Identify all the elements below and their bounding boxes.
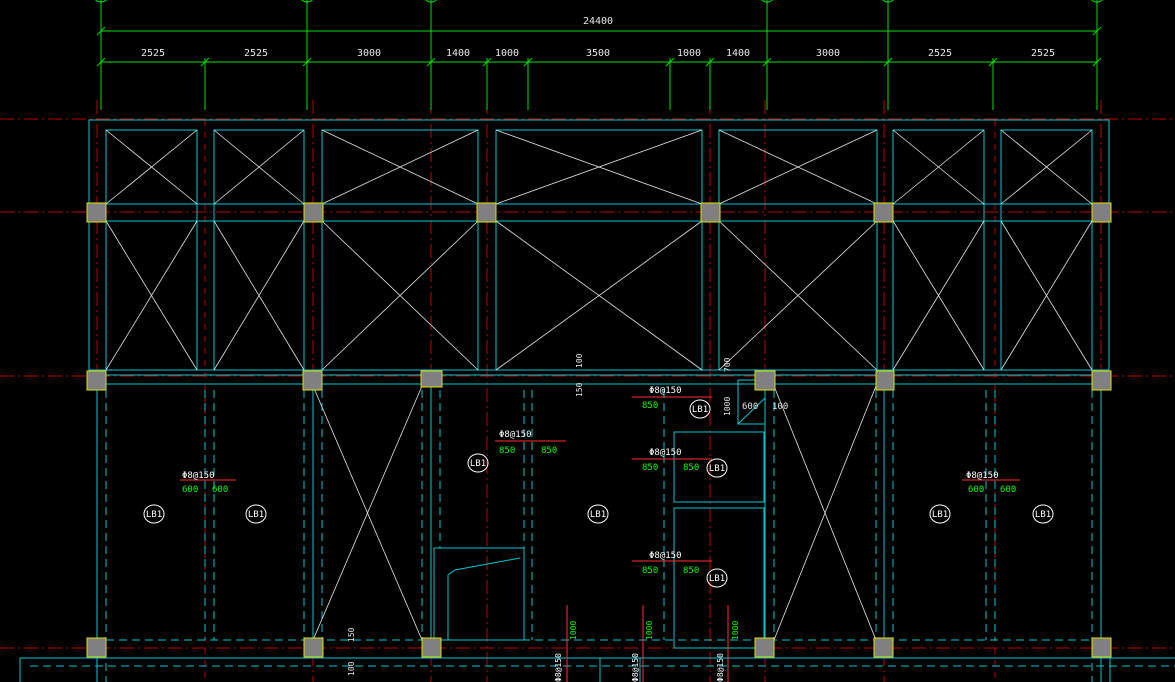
column <box>476 202 497 223</box>
slab-tags: LB1 LB1 LB1 LB1 LB1 LB1 LB1 LB1 LB1 <box>143 399 1054 588</box>
rebar-length: 850 <box>683 566 699 576</box>
rebar-length: 1000 <box>569 621 578 640</box>
dimension-lines <box>96 0 1102 110</box>
slab-tag[interactable]: LB1 <box>467 453 489 473</box>
local-dim: 100 <box>575 353 584 368</box>
slab-tag[interactable]: LB1 <box>143 504 165 524</box>
slab-tag[interactable]: LB1 <box>587 504 609 524</box>
rebar-spec-label: Φ8@150 <box>631 653 640 682</box>
rebar-spec-label: Φ8@150 <box>554 653 563 682</box>
dimension-span: 1000 <box>495 48 519 59</box>
dimension-span: 1400 <box>446 48 470 59</box>
dimension-span: 3500 <box>586 48 610 59</box>
column <box>754 370 776 391</box>
column <box>86 370 107 391</box>
rebar-spec-label: Φ8@150 <box>182 471 215 481</box>
column <box>1091 370 1112 391</box>
svg-text:LB1: LB1 <box>470 459 486 469</box>
svg-text:LB1: LB1 <box>709 574 725 584</box>
svg-text:LB1: LB1 <box>709 464 725 474</box>
local-dim: 150 <box>575 382 584 397</box>
rebar-length: 850 <box>499 446 515 456</box>
svg-text:LB1: LB1 <box>692 405 708 415</box>
svg-text:LB1: LB1 <box>590 510 606 520</box>
column <box>873 202 894 223</box>
column <box>86 202 107 223</box>
column <box>421 637 442 658</box>
rebar-length: 600 <box>968 485 984 495</box>
column <box>700 202 721 223</box>
local-dimensions: 100 150 1000 600 100 700 150 100 <box>347 353 788 676</box>
slab-tag[interactable]: LB1 <box>689 399 711 419</box>
column <box>303 202 324 223</box>
rebar-spec-label: Φ8@150 <box>649 448 682 458</box>
slab-tag[interactable]: LB1 <box>706 568 728 588</box>
svg-text:LB1: LB1 <box>248 510 264 520</box>
rebar-length: 850 <box>683 463 699 473</box>
column <box>1091 202 1112 223</box>
rebar-spec-label: Φ8@150 <box>966 471 999 481</box>
rebar-lines <box>180 396 1020 682</box>
column <box>1091 637 1112 658</box>
dimension-span: 2525 <box>244 48 268 59</box>
rebar-length: 1000 <box>645 621 654 640</box>
svg-text:LB1: LB1 <box>1035 510 1051 520</box>
columns <box>86 202 1112 658</box>
grid-bubbles <box>94 0 1104 3</box>
local-dim: 150 <box>347 627 356 642</box>
dimension-texts: 24400 2525 2525 3000 1400 1000 3500 1000… <box>141 16 1055 59</box>
rebar-length: 600 <box>1000 485 1016 495</box>
local-dim: 100 <box>772 402 788 412</box>
bottom-rebar-labels: Φ8@150 Φ8@150 Φ8@150 1000 1000 1000 <box>554 621 740 682</box>
dimension-span: 3000 <box>357 48 381 59</box>
rebar-length: 600 <box>182 485 198 495</box>
svg-text:LB1: LB1 <box>932 510 948 520</box>
column <box>420 370 443 388</box>
slab-tag[interactable]: LB1 <box>929 504 951 524</box>
column <box>873 637 894 658</box>
local-dim: 1000 <box>723 397 732 416</box>
column <box>86 637 107 658</box>
local-dim: 100 <box>347 661 356 676</box>
slab-dashed-edges <box>30 390 1175 682</box>
dimension-span: 2525 <box>1031 48 1055 59</box>
dimension-span: 1400 <box>726 48 750 59</box>
slab-tag[interactable]: LB1 <box>1032 504 1054 524</box>
local-dim: 700 <box>723 357 732 372</box>
dimension-span: 2525 <box>928 48 952 59</box>
column <box>302 370 323 391</box>
rebar-length: 1000 <box>731 621 740 640</box>
slab-tag[interactable]: LB1 <box>706 458 728 478</box>
rebar-spec-label: Φ8@150 <box>716 653 725 682</box>
dimension-span: 2525 <box>141 48 165 59</box>
rebar-spec-label: Φ8@150 <box>499 430 532 440</box>
rebar-length: 850 <box>642 463 658 473</box>
dimension-span: 1000 <box>677 48 701 59</box>
column <box>754 637 775 658</box>
rebar-specs: Φ8@150 600 600 Φ8@150 850 850 Φ8@150 850… <box>182 386 1016 576</box>
rebar-spec-label: Φ8@150 <box>649 551 682 561</box>
slab-tag[interactable]: LB1 <box>245 504 267 524</box>
dimension-total: 24400 <box>583 16 613 27</box>
rebar-length: 850 <box>642 401 658 411</box>
svg-text:LB1: LB1 <box>146 510 162 520</box>
beam-outlines <box>19 119 1175 682</box>
rebar-length: 600 <box>212 485 228 495</box>
rebar-length: 850 <box>642 566 658 576</box>
column <box>303 637 324 658</box>
local-dim: 600 <box>742 402 758 412</box>
column <box>875 370 895 391</box>
opening-crosses <box>105 129 1093 641</box>
rebar-spec-label: Φ8@150 <box>649 386 682 396</box>
dimension-span: 3000 <box>816 48 840 59</box>
rebar-length: 850 <box>541 446 557 456</box>
